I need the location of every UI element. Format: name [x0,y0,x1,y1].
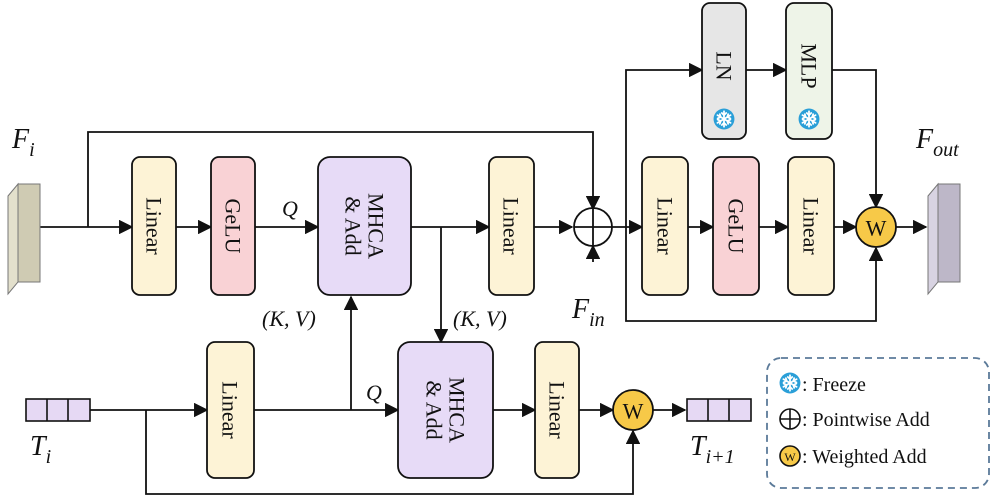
snowflake-icon [798,108,820,130]
legend-weighted-add-icon: W [779,445,801,467]
block-mhca-1-line2: & Add [341,196,366,255]
token-seq-ti [25,398,91,422]
block-linear-2-label: Linear [499,197,524,255]
block-gelu-2-label: GeLU [724,199,749,254]
block-linear-4-label: Linear [799,197,824,255]
arrow-skip-fi-to-add [87,131,601,227]
block-mlp: MLP [785,2,833,140]
block-gelu-1-label: GeLU [221,199,246,254]
block-linear-text-out: Linear [534,341,580,479]
block-ln: LN [701,2,747,140]
block-linear-text-label: Linear [218,381,243,439]
legend-snowflake-icon [779,372,801,394]
weighted-add-node-bottom: W [612,389,654,431]
arrow-branch-bottom-to-w [625,227,884,322]
arrow-branch-to-ln [625,62,704,227]
legend-weighted-add: : Weighted Add [802,446,927,468]
block-mhca-2-line2: & Add [422,380,447,439]
snowflake-icon [713,108,735,130]
block-mhca-1: MHCA & Add [317,156,412,296]
block-linear-1: Linear [131,156,177,296]
arrow-mlp-to-w [832,69,884,209]
block-mlp-label: MLP [797,43,822,88]
label-ti: Ti [30,431,51,468]
block-mhca-1-line1: MHCA [364,193,389,259]
block-linear-4: Linear [787,156,835,296]
feature-map-fi [7,182,41,296]
pointwise-add-node [573,207,613,247]
block-ln-label: LN [712,51,737,80]
block-linear-3: Linear [641,156,689,296]
label-kv-left: (K, V) [262,306,316,331]
svg-text:W: W [784,450,796,464]
weighted-add-node-top: W [855,206,897,248]
arrow-ti-skip-to-w [145,410,641,495]
weighted-add-top-symbol: W [866,216,887,241]
block-linear-2: Linear [488,156,535,296]
block-linear-text-out-label: Linear [545,381,570,439]
block-mhca-2: MHCA & Add [397,341,494,479]
block-linear-1-label: Linear [142,197,167,255]
feature-map-fout [927,182,961,296]
legend-frame [766,357,990,489]
legend-freeze: : Freeze [802,374,866,396]
label-kv-right: (K, V) [453,306,507,331]
weighted-add-bottom-symbol: W [623,399,644,424]
label-fout: Fout [915,124,959,161]
block-mhca-2-line1: MHCA [445,377,470,443]
label-q-bottom: Q [366,380,382,405]
block-gelu-2: GeLU [712,156,760,296]
label-fi: Fi [11,124,35,161]
label-tnext: Ti+1 [690,431,735,468]
legend: : Freeze : Pointwise Add W : Weighted Ad… [766,357,990,489]
block-gelu-1: GeLU [210,156,256,296]
label-q-top: Q [282,196,298,221]
token-seq-tnext [686,398,752,422]
legend-pointwise-add-icon [779,408,801,430]
block-linear-text: Linear [206,341,255,479]
connectors [40,62,928,495]
legend-pointwise-add: : Pointwise Add [802,409,930,431]
block-linear-3-label: Linear [653,197,678,255]
label-fin: Fin [571,294,605,331]
